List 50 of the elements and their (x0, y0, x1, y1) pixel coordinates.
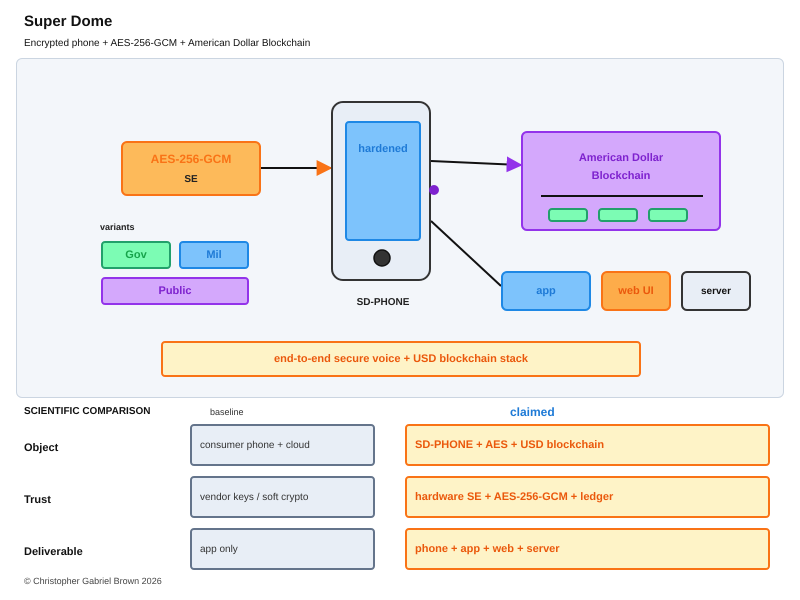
node-label: end-to-end secure voice + USD blockchain stack (274, 352, 528, 367)
blockchain-box (521, 131, 721, 231)
summary-banner (161, 341, 641, 377)
block-bar (598, 208, 638, 222)
node-label: vendor keys / soft crypto (200, 490, 308, 504)
claimed-box (405, 424, 770, 466)
baseline-box (190, 476, 375, 518)
baseline-box (190, 424, 375, 466)
diagram-caption: Encrypted phone + AES-256-GCM + American Dollar Blockchain (24, 37, 310, 51)
node-label: Gov (125, 248, 147, 263)
variant-box (101, 241, 171, 269)
node-label: phone + app + web + server (415, 542, 560, 557)
node-label: Mil (206, 248, 222, 263)
arrow (430, 156, 523, 172)
web-ui-box (601, 271, 671, 311)
chip-label: SE (184, 173, 198, 187)
claimed-box (405, 476, 770, 518)
text-label: variants (100, 221, 135, 234)
text-label: baseline (210, 406, 244, 419)
node-label: AES-256-GCM (150, 151, 232, 168)
text-label: Trust (24, 493, 51, 508)
server-box (681, 271, 751, 311)
diagram-panel (16, 58, 784, 398)
baseline-box (190, 528, 375, 570)
app-box (501, 271, 591, 311)
node-label: web UI (618, 284, 654, 299)
claimed-box (405, 528, 770, 570)
phone-label: SD-PHONE (356, 296, 410, 310)
text-label: Object (24, 441, 58, 456)
text-label: claimed (510, 404, 555, 421)
variant-box (101, 277, 249, 305)
node-label: SD-PHONE + AES + USD blockchain (415, 438, 604, 453)
node-label: app (536, 284, 556, 299)
block-bar (548, 208, 588, 222)
block-bar (648, 208, 688, 222)
text-label: Deliverable (24, 545, 83, 560)
node-label: Public (158, 284, 192, 299)
phone-screen (345, 121, 421, 241)
node-label: server (700, 284, 732, 298)
diagram-title: Super Dome (24, 12, 112, 32)
text-label: SCIENTIFIC COMPARISON (24, 405, 150, 419)
node-label: hardened (358, 142, 408, 157)
node-label: hardware SE + AES-256-GCM + ledger (415, 490, 614, 505)
node-label: app only (200, 542, 238, 556)
text-label: © Christopher Gabriel Brown 2026 (24, 575, 162, 588)
cipher-box (121, 141, 261, 196)
node-label: consumer phone + cloud (200, 438, 310, 452)
arrow (261, 160, 333, 176)
node-label: American Dollar Blockchain (578, 151, 664, 184)
variant-box (179, 241, 249, 269)
